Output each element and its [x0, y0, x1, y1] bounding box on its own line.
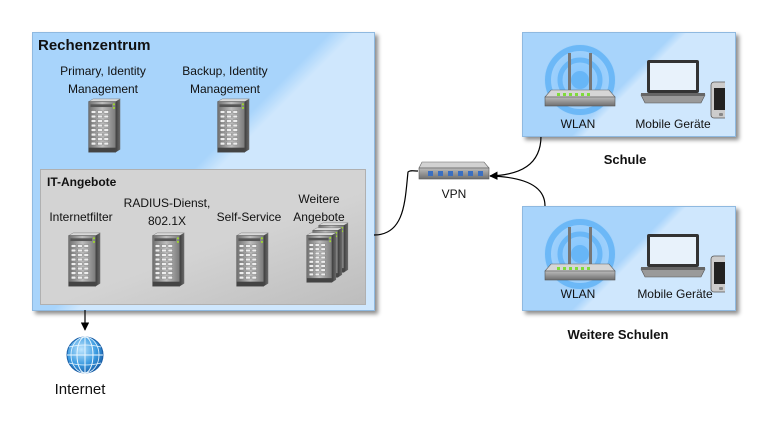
- wlan-router-icon: [535, 35, 725, 125]
- service-label: Internetfilter: [49, 210, 113, 224]
- weitere-schulen-title: Weitere Schulen: [567, 327, 669, 342]
- rechenzentrum-panel: Rechenzentrum Primary, Identity Manageme…: [32, 32, 375, 311]
- router-icon: [418, 161, 490, 180]
- schule-title: Schule: [603, 152, 647, 167]
- schule-to-vpn-line: [489, 135, 542, 180]
- rechenzentrum-title: Rechenzentrum: [38, 37, 151, 54]
- it-angebote-panel: IT-Angebote Internetfilter RADIUS-Dienst…: [40, 169, 366, 305]
- it-angebote-title: IT-Angebote: [47, 175, 117, 189]
- vpn-to-rechenzentrum-line: [373, 170, 419, 236]
- service-label: Weitere Angebote: [293, 192, 345, 224]
- service-label: RADIUS-Dienst, 802.1X: [123, 196, 211, 228]
- mobile-devices-label: Mobile Geräte: [635, 117, 711, 131]
- internet-label: Internet: [54, 381, 106, 398]
- vpn-label: VPN: [441, 187, 467, 201]
- mobile-devices-label: Mobile Geräte: [637, 287, 713, 301]
- primary-server-label: Primary, Identity Management: [60, 64, 146, 96]
- wlan-label: WLAN: [560, 117, 596, 131]
- wlan-label: WLAN: [560, 287, 596, 301]
- service-label: Self-Service: [216, 210, 282, 224]
- schule-panel: WLAN Mobile Geräte: [522, 32, 736, 137]
- weitere-schulen-to-vpn-line: [489, 175, 546, 207]
- backup-server-label: Backup, Identity Management: [182, 64, 268, 96]
- globe-icon: [66, 336, 104, 374]
- weitere-schulen-panel: WLAN Mobile Geräte: [522, 206, 736, 311]
